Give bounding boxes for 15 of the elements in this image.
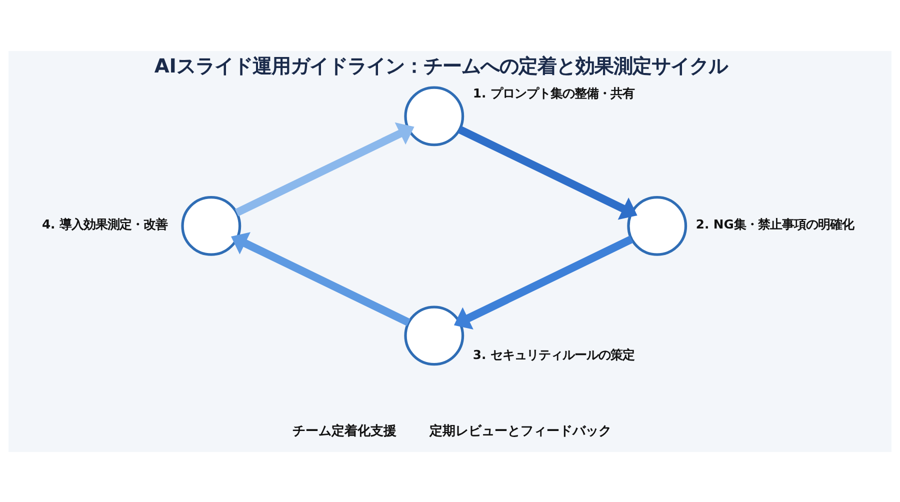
node-circle	[627, 195, 688, 256]
node-circle	[404, 305, 464, 366]
label: チーム定着化支援	[292, 423, 397, 438]
node-label: 3. セキュリティルールの策定	[472, 348, 634, 362]
arrow	[454, 235, 634, 329]
diagram-title: AIスライド運用ガイドライン：チームへの定着と効果測定サイクル	[154, 54, 728, 78]
node-label: 1. プロンプト集の整備・共有	[472, 86, 634, 100]
node-label: 2. NG集・禁止事項の明確化	[696, 216, 854, 231]
node-label: 4. 導入効果測定・改善	[42, 216, 168, 231]
node-circle	[181, 195, 242, 256]
label: 定期レビューとフィードバック	[429, 423, 612, 438]
arrow	[231, 232, 410, 326]
arrow	[458, 125, 638, 220]
arrow	[235, 122, 414, 216]
node-circle	[404, 86, 464, 146]
